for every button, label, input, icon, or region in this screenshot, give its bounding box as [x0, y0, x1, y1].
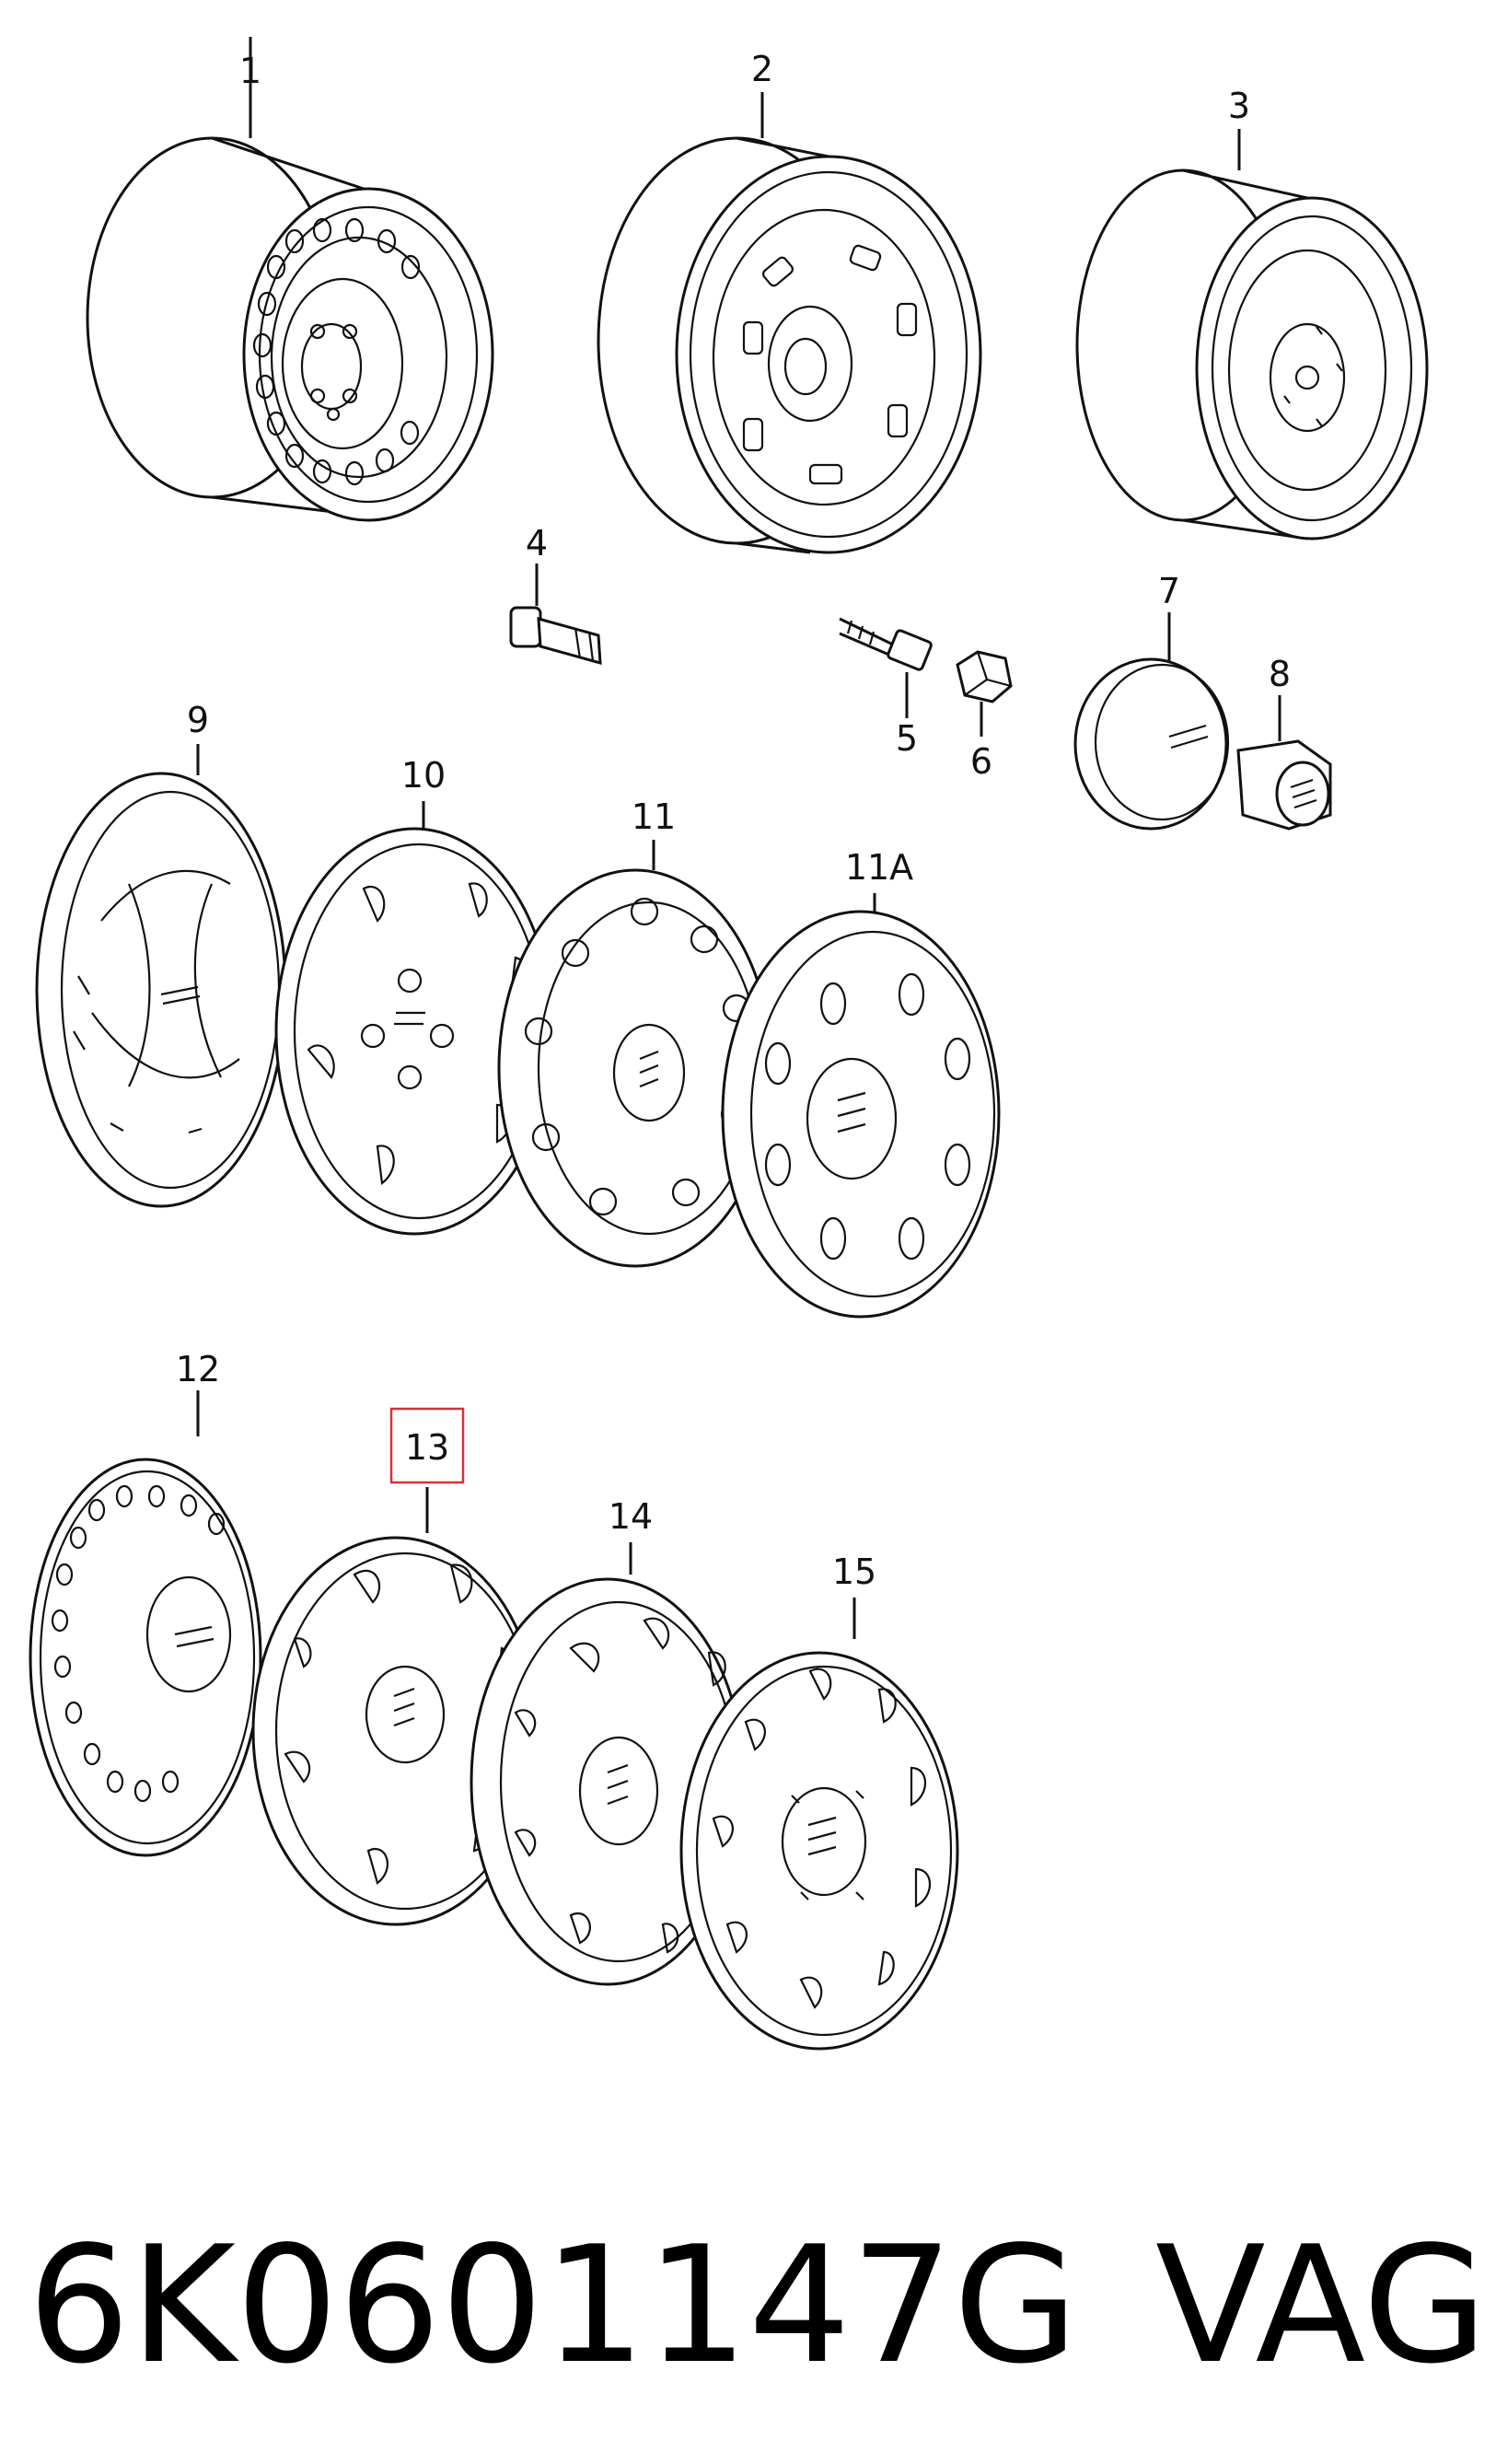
callout-9: 9: [187, 700, 209, 740]
callout-12: 12: [176, 1349, 220, 1389]
callout-3: 3: [1228, 86, 1250, 126]
center-cap-7-icon[interactable]: [1073, 612, 1230, 831]
bolt-cap-icon[interactable]: [956, 650, 1013, 737]
wheel-trim-11a-icon[interactable]: [721, 893, 1001, 1319]
callout-4: 4: [526, 523, 548, 564]
callout-15: 15: [832, 1552, 876, 1592]
callout-13[interactable]: 13: [405, 1427, 449, 1468]
part-number-footer: 6K0601147G VAG: [28, 2196, 1488, 2417]
manufacturer: VAG: [1155, 2213, 1488, 2400]
callout-8: 8: [1269, 654, 1291, 694]
callout-11: 11: [632, 796, 676, 837]
callout-2: 2: [751, 49, 773, 89]
wheel-bolt-icon[interactable]: [839, 617, 933, 718]
callout-10: 10: [401, 755, 446, 796]
wheel-trim-14-icon[interactable]: [470, 1542, 746, 1986]
tire-valve-icon[interactable]: [509, 564, 602, 666]
wheel-trim-15-icon[interactable]: [679, 1598, 959, 2051]
steel-wheel-2-icon[interactable]: [597, 92, 982, 554]
wheel-trim-11-icon[interactable]: [497, 840, 773, 1268]
center-cap-8-icon[interactable]: [1236, 695, 1332, 831]
callout-14: 14: [609, 1496, 653, 1537]
hub-cap-12-icon[interactable]: [29, 1390, 262, 1857]
callout-5: 5: [896, 718, 918, 759]
steel-wheel-3-icon[interactable]: [1075, 129, 1429, 540]
hub-cap-13-icon[interactable]: [251, 1487, 540, 1926]
hub-cap-10-icon[interactable]: [274, 801, 554, 1236]
callout-1: 1: [239, 51, 261, 91]
hub-cap-9-icon[interactable]: [35, 744, 287, 1208]
steel-wheel-1-icon[interactable]: [86, 37, 494, 522]
callout-7: 7: [1158, 571, 1180, 611]
part-number: 6K0601147G: [28, 2213, 1079, 2400]
callout-11a: 11A: [845, 847, 913, 888]
callout-6: 6: [970, 741, 992, 782]
highlight-box: [389, 1407, 465, 1484]
